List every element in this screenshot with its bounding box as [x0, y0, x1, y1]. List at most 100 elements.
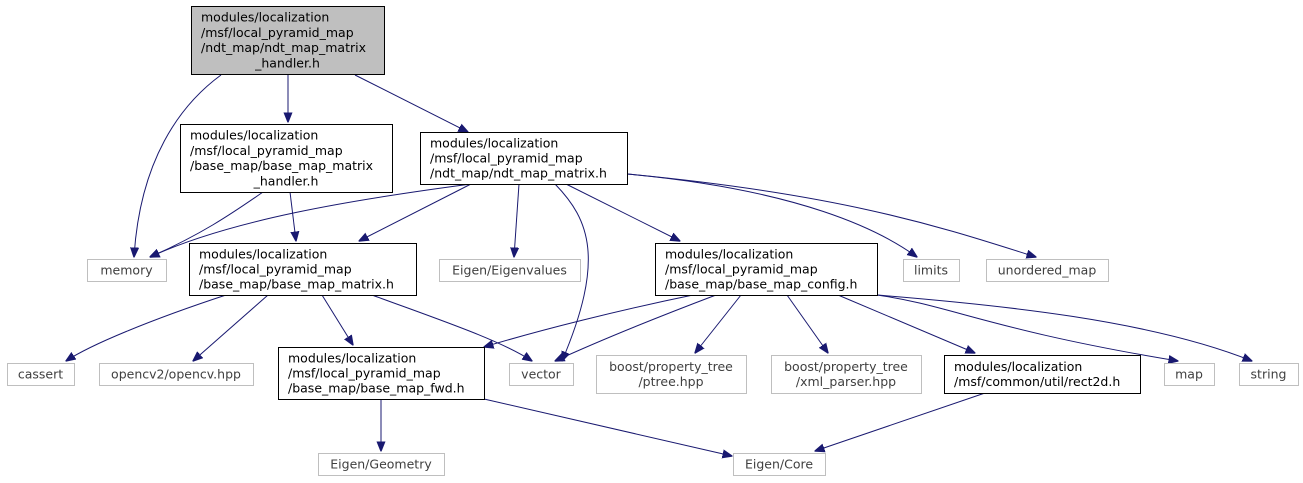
edge-line	[193, 294, 269, 361]
node-label-line: modules/localization	[954, 359, 1082, 374]
node-label-line: /msf/local_pyramid_map	[430, 151, 583, 166]
node-box	[439, 259, 581, 282]
edge-line	[371, 294, 532, 361]
node-ptree[interactable]: boost/property_tree/ptree.hpp	[596, 355, 747, 394]
edge-line	[554, 183, 589, 361]
node-box	[87, 259, 167, 282]
node-label-line: Eigen/Geometry	[330, 457, 432, 472]
node-label-line: /msf/local_pyramid_map	[190, 143, 343, 158]
node-rect2d[interactable]: modules/localization/msf/common/util/rec…	[944, 355, 1141, 394]
edge-ndt_matrix-to-memory	[150, 183, 472, 257]
node-label-line: _handler.h	[254, 55, 320, 70]
node-limits[interactable]: limits	[903, 259, 960, 282]
edge-line	[565, 183, 680, 241]
node-box	[596, 355, 747, 394]
edge-line	[626, 173, 917, 257]
node-opencv[interactable]: opencv2/opencv.hpp	[99, 363, 254, 386]
node-label-line: memory	[100, 263, 153, 278]
edge-line	[484, 294, 694, 347]
edge-base_config-to-rect2d	[837, 294, 975, 353]
node-base_fwd[interactable]: modules/localization/msf/local_pyramid_m…	[278, 347, 485, 400]
edge-line	[626, 173, 1036, 257]
edge-line	[837, 294, 975, 353]
node-label-line: unordered_map	[998, 263, 1097, 278]
node-vector[interactable]: vector	[509, 363, 574, 386]
node-box	[1164, 363, 1215, 386]
node-label-line: /base_map/base_map_fwd.h	[288, 381, 465, 396]
node-box	[986, 259, 1109, 282]
node-ndt_matrix[interactable]: modules/localization/msf/local_pyramid_m…	[420, 132, 628, 185]
edge-line	[815, 392, 986, 451]
node-label-line: boost/property_tree	[784, 359, 908, 374]
node-box	[771, 355, 922, 394]
edge-line	[695, 294, 742, 353]
edge-base_config-to-vector	[555, 294, 717, 361]
node-label-line: /msf/local_pyramid_map	[288, 366, 441, 381]
node-label-line: modules/localization	[199, 246, 327, 261]
edge-base_config-to-ptree	[695, 294, 742, 353]
edge-ndt_matrix-to-base_config	[565, 183, 680, 241]
node-label-line: /base_map/base_map_matrix.h	[199, 277, 394, 292]
node-base_config[interactable]: modules/localization/msf/local_pyramid_m…	[655, 243, 878, 296]
node-label-line: /msf/local_pyramid_map	[665, 262, 818, 277]
edge-base_config-to-map	[876, 294, 1178, 361]
edge-base_matrix-to-base_fwd	[321, 294, 353, 345]
node-map[interactable]: map	[1164, 363, 1215, 386]
edge-base_fwd-to-core	[483, 398, 732, 456]
node-memory[interactable]: memory	[87, 259, 167, 282]
node-box	[278, 347, 485, 400]
edges-layer	[66, 74, 1252, 456]
edge-line	[134, 74, 222, 257]
edge-line	[483, 398, 732, 456]
node-box	[733, 453, 826, 476]
node-label-line: /xml_parser.hpp	[796, 374, 896, 389]
node-label-line: /ndt_map/ndt_map_matrix	[201, 40, 366, 55]
node-box	[191, 6, 385, 75]
edge-base_matrix-to-opencv	[193, 294, 269, 361]
node-unordered_map[interactable]: unordered_map	[986, 259, 1109, 282]
node-root[interactable]: modules/localization/msf/local_pyramid_m…	[191, 6, 385, 75]
node-box	[655, 243, 878, 296]
node-label-line: opencv2/opencv.hpp	[111, 367, 241, 382]
node-label-line: modules/localization	[665, 246, 793, 261]
node-box	[7, 363, 75, 386]
edge-rect2d-to-core	[815, 392, 986, 451]
node-label-line: /ndt_map/ndt_map_matrix.h	[430, 166, 607, 181]
node-base_handler[interactable]: modules/localization/msf/local_pyramid_m…	[180, 124, 393, 193]
node-cassert[interactable]: cassert	[7, 363, 75, 386]
edge-line	[876, 294, 1252, 361]
node-label-line: /msf/local_pyramid_map	[199, 262, 352, 277]
node-string[interactable]: string	[1239, 363, 1299, 386]
node-box	[509, 363, 574, 386]
node-box	[318, 453, 445, 476]
edge-line	[786, 294, 828, 353]
node-box	[189, 243, 417, 296]
node-label-line: cassert	[18, 367, 63, 382]
edge-root-to-ndt_matrix	[354, 74, 468, 132]
edge-line	[289, 191, 296, 241]
node-box	[944, 355, 1141, 394]
node-label-line: modules/localization	[190, 128, 318, 143]
edge-ndt_matrix-to-vector	[554, 183, 589, 361]
edge-line	[321, 294, 353, 345]
edge-line	[354, 74, 468, 132]
node-box	[99, 363, 254, 386]
edge-line	[555, 294, 717, 361]
node-label-line: Eigen/Core	[745, 457, 813, 472]
edge-root-to-memory	[134, 74, 222, 257]
edge-base_matrix-to-cassert	[66, 294, 227, 361]
edge-ndt_matrix-to-eigenvalues	[514, 183, 520, 257]
node-base_matrix[interactable]: modules/localization/msf/local_pyramid_m…	[189, 243, 417, 296]
node-core[interactable]: Eigen/Core	[733, 453, 826, 476]
node-box	[903, 259, 960, 282]
node-label-line: modules/localization	[288, 350, 416, 365]
node-xml_parser[interactable]: boost/property_tree/xml_parser.hpp	[771, 355, 922, 394]
node-eigenvalues[interactable]: Eigen/Eigenvalues	[439, 259, 581, 282]
node-label-line: _handler.h	[253, 173, 319, 188]
node-label-line: string	[1251, 367, 1287, 382]
node-label-line: modules/localization	[430, 135, 558, 150]
node-geometry[interactable]: Eigen/Geometry	[318, 453, 445, 476]
edge-base_matrix-to-vector	[371, 294, 532, 361]
edge-ndt_matrix-to-base_matrix	[359, 183, 472, 241]
